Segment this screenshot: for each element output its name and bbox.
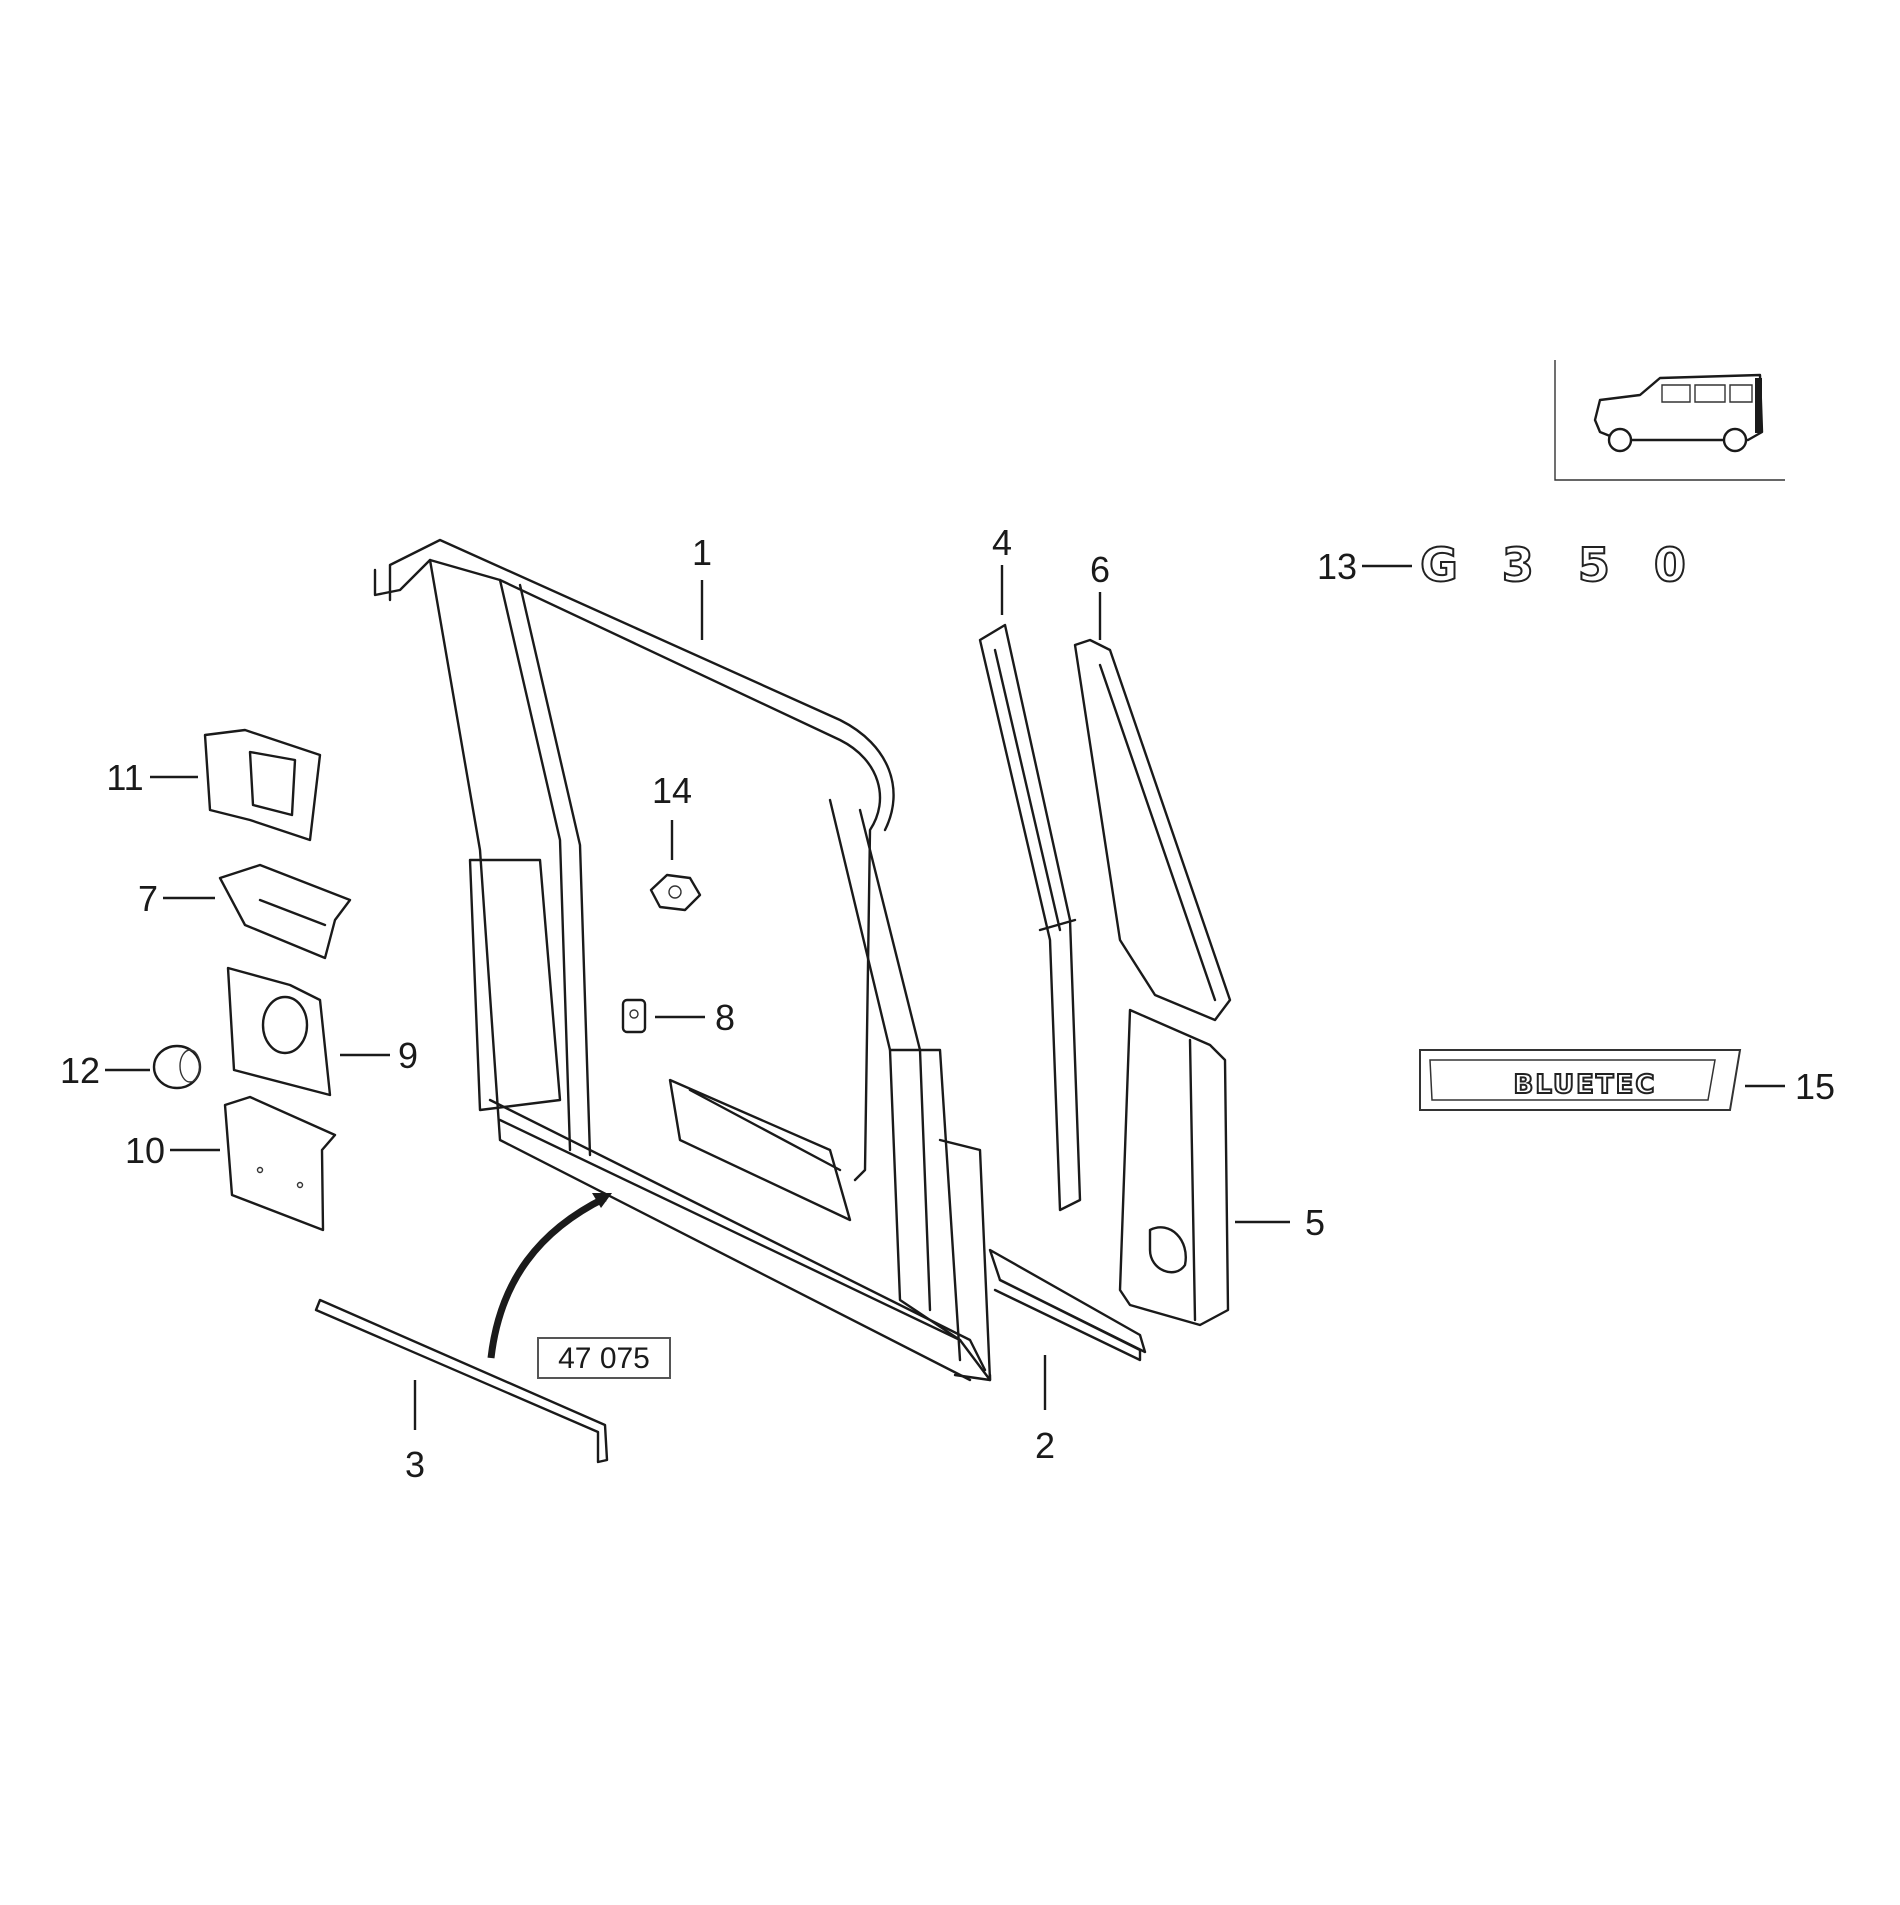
callout-11: 11 <box>106 757 143 798</box>
part-4-pillar <box>978 623 1082 1212</box>
callout-3: 3 <box>405 1444 425 1485</box>
reference-box[interactable]: 47 075 <box>537 1337 671 1379</box>
reference-box-label: 47 075 <box>558 1342 650 1375</box>
part-5-rear-panel <box>1118 1008 1230 1327</box>
part-7-bracket <box>218 863 352 960</box>
part-1-side-frame <box>373 538 992 1382</box>
bluetec-emblem-text: BLUETEC <box>1514 1070 1657 1100</box>
reference-arrow <box>487 1193 612 1359</box>
part-12-cap <box>152 1044 202 1090</box>
vehicle-locator-thumbnail <box>1554 360 1785 481</box>
part-13-model-emblem: G 3 5 0 <box>1419 537 1700 593</box>
callout-6: 6 <box>1090 549 1110 590</box>
part-9-plate <box>226 966 332 1097</box>
callout-12: 12 <box>60 1050 100 1091</box>
part-3-rod <box>314 1298 609 1464</box>
callout-14: 14 <box>652 770 692 811</box>
part-15-bluetec-emblem: BLUETEC <box>1419 1049 1742 1111</box>
callout-15: 15 <box>1795 1066 1835 1107</box>
part-11-housing <box>203 728 322 842</box>
leader-lines <box>105 564 1785 1430</box>
callout-8: 8 <box>715 997 735 1038</box>
callout-13: 13 <box>1317 546 1357 587</box>
part-6-trim-strip <box>1073 638 1232 1022</box>
part-14-fastener <box>649 873 702 912</box>
callout-labels: 1 2 3 4 5 6 7 8 9 10 11 12 13 14 15 <box>60 522 1835 1485</box>
model-emblem-text: G 3 5 0 <box>1420 538 1700 592</box>
callout-2: 2 <box>1035 1425 1055 1466</box>
part-8-clip <box>621 998 647 1034</box>
callout-1: 1 <box>692 532 712 573</box>
part-2-sill <box>988 1248 1147 1362</box>
callout-4: 4 <box>992 522 1012 563</box>
callout-5: 5 <box>1305 1202 1325 1243</box>
part-10-panel <box>223 1095 337 1232</box>
callout-7: 7 <box>138 878 158 919</box>
callout-9: 9 <box>398 1035 418 1076</box>
callout-10: 10 <box>125 1130 165 1171</box>
